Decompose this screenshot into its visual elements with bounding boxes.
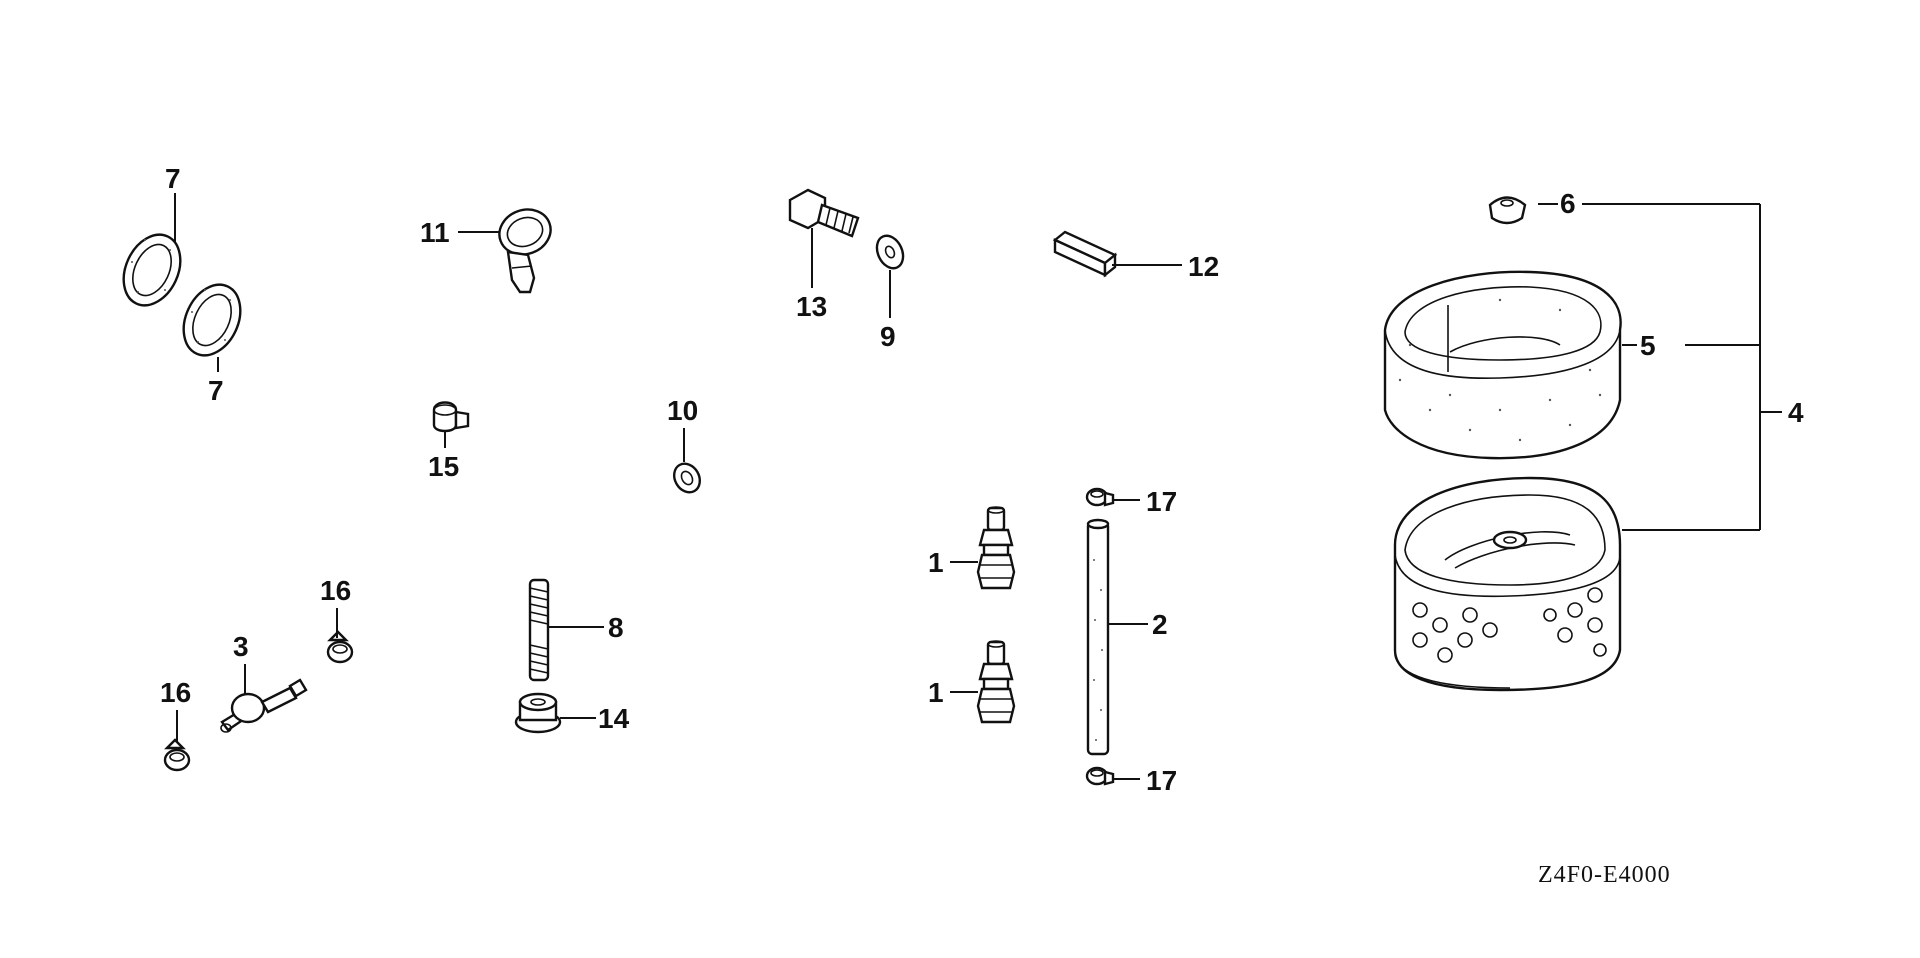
filter-element-4[interactable] — [1393, 476, 1622, 692]
clip-15[interactable] — [432, 401, 470, 433]
gasket-7a[interactable] — [113, 225, 191, 314]
clip-16a[interactable] — [326, 630, 354, 664]
callout-3: 3 — [233, 631, 249, 662]
callout-5: 5 — [1640, 330, 1656, 361]
stud-bolt-8[interactable] — [528, 578, 550, 682]
callout-13: 13 — [796, 291, 827, 322]
clip-17b[interactable] — [1085, 766, 1115, 786]
bracket-4 — [1538, 203, 1782, 531]
callout-10: 10 — [667, 395, 698, 426]
callout-7b: 7 — [208, 375, 224, 406]
gasket-7b[interactable] — [173, 275, 251, 364]
callout-12: 12 — [1188, 251, 1219, 282]
nipple-joint-1b[interactable] — [976, 640, 1016, 724]
callout-1a: 1 — [928, 547, 944, 578]
diagram-code: Z4F0-E4000 — [1538, 862, 1671, 888]
callout-16a: 16 — [320, 575, 351, 606]
flange-nut-14[interactable] — [514, 692, 562, 734]
clip-17a[interactable] — [1085, 487, 1115, 507]
callout-16b: 16 — [160, 677, 191, 708]
foam-element-5[interactable] — [1383, 270, 1622, 460]
callout-14: 14 — [598, 703, 630, 734]
callout-8: 8 — [608, 612, 624, 643]
callout-11: 11 — [420, 217, 450, 248]
breather-tube-2[interactable] — [1086, 518, 1110, 756]
callout-17b: 17 — [1146, 765, 1177, 796]
grommet-6[interactable] — [1488, 196, 1527, 225]
bolt-13[interactable] — [788, 188, 860, 238]
callout-9: 9 — [880, 321, 896, 352]
callout-6: 6 — [1560, 188, 1576, 219]
clip-16b[interactable] — [163, 738, 191, 772]
callout-4: 4 — [1788, 397, 1804, 428]
fuel-filter-3[interactable] — [220, 678, 308, 733]
key-12[interactable] — [1052, 230, 1118, 278]
callout-15: 15 — [428, 451, 459, 482]
callout-17a: 17 — [1146, 486, 1177, 517]
washer-10[interactable] — [669, 459, 705, 497]
washer-9[interactable] — [872, 232, 908, 273]
nipple-joint-1a[interactable] — [976, 506, 1016, 590]
hose-clip-11[interactable] — [493, 202, 557, 294]
callout-1b: 1 — [928, 677, 944, 708]
callout-7a: 7 — [165, 163, 181, 194]
callout-2: 2 — [1152, 609, 1168, 640]
